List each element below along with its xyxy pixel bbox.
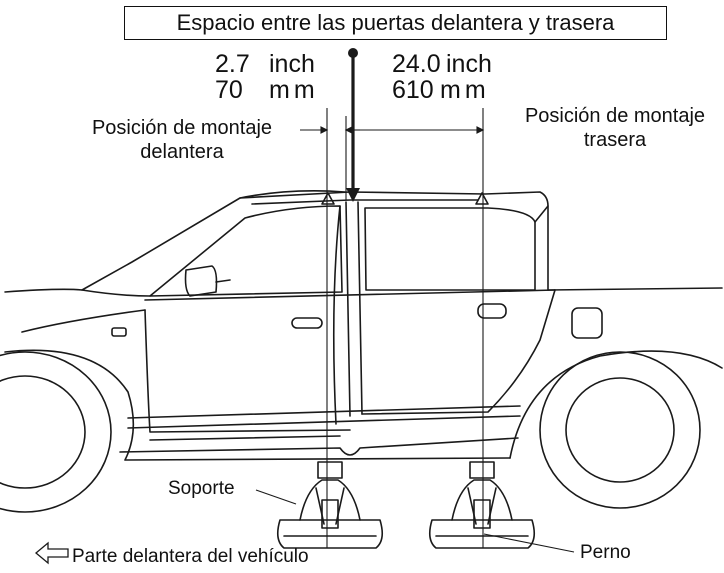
front-position-line2: delantera [140,141,224,163]
rear-mm-value: 610 [392,76,434,104]
front-support-foot [276,461,384,549]
rear-position-label: Posición de montaje trasera [508,104,722,152]
front-wheel [0,349,135,513]
support-label: Soporte [168,478,235,499]
front-mm-unit: mm [269,76,319,104]
front-position-line1: Posición de montaje [91,117,273,139]
rear-wheel [509,350,723,509]
front-inch-unit: inch [269,50,315,78]
front-mm-value: 70 [215,76,243,104]
dimension-lines [300,108,485,548]
gap-pointer [346,48,360,202]
front-inch-value: 2.7 [215,50,250,78]
car-body [4,190,723,461]
diagram-title: Espacio entre las puertas delantera y tr… [124,6,667,40]
rear-mm-unit: mm [440,76,490,104]
left-outline-arrow-icon [34,541,69,565]
rear-inch-unit: inch [446,50,492,78]
rear-position-line1: Posición de montaje [524,105,706,127]
leader-lines [255,489,575,553]
rear-support-foot [428,461,536,549]
rear-position-line2: trasera [583,129,647,151]
rear-inch-value: 24.0 [392,50,441,78]
rear-mount-marker-icon [475,192,489,205]
front-mount-marker-icon [321,192,335,205]
front-position-label: Posición de montaje delantera [72,116,292,164]
vehicle-front-label: Parte delantera del vehículo [72,546,309,567]
bolt-label: Perno [580,542,631,563]
